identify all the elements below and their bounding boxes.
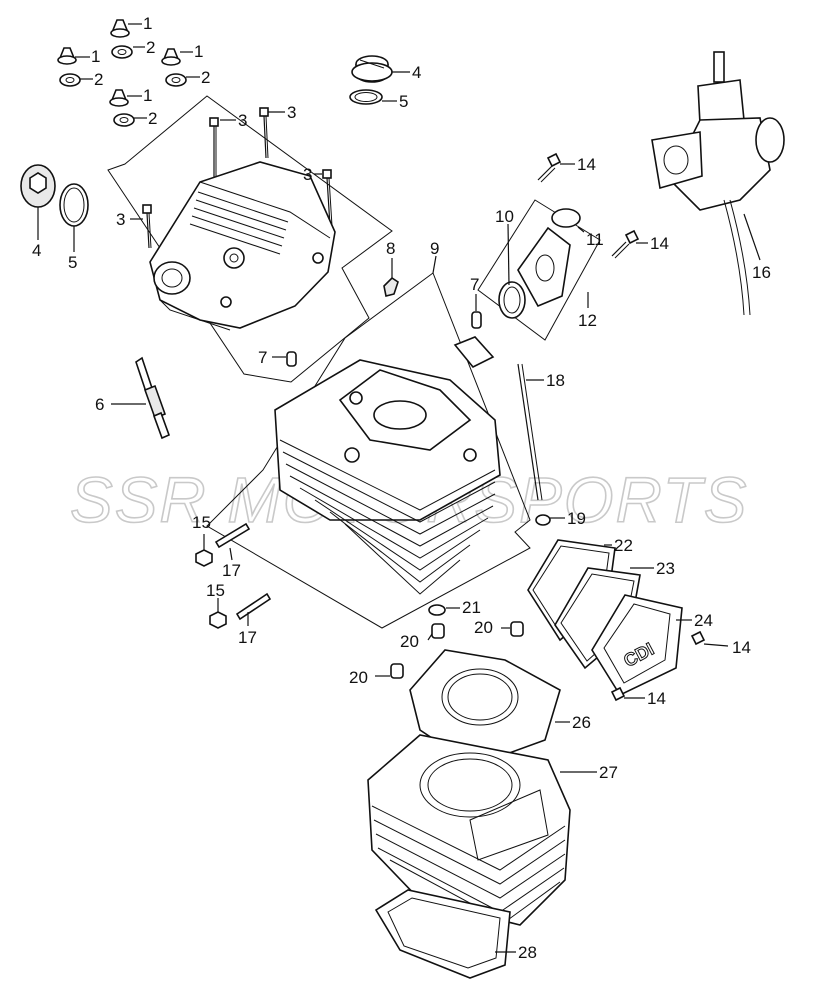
callout-4: 4: [412, 63, 421, 82]
callout-15: 15: [192, 513, 211, 532]
base-gasket: [374, 889, 516, 979]
callout-5: 5: [399, 92, 408, 111]
callout-labels: 1 2 1 2 1 2 1 2 3 3 3 3 4 5 4 5 6 7 7 8 …: [32, 14, 771, 962]
spark-plug: [111, 356, 171, 440]
callout-14: 14: [732, 638, 751, 657]
callout-16: 16: [752, 263, 771, 282]
intake-manifold-group: [477, 199, 601, 341]
callout-2: 2: [148, 109, 157, 128]
cylinder: [367, 734, 597, 926]
bolt-14-top: [537, 152, 575, 183]
leader-lines-1-2: [75, 23, 200, 119]
callout-1: 1: [143, 86, 152, 105]
callout-2: 2: [94, 70, 103, 89]
callout-17: 17: [222, 561, 241, 580]
callout-20: 20: [400, 632, 419, 651]
cylinder-head: [274, 336, 501, 595]
cylinder-head-cover: [149, 161, 336, 331]
callout-10: 10: [495, 207, 514, 226]
callout-26: 26: [572, 713, 591, 732]
callout-17: 17: [238, 628, 257, 647]
callout-1: 1: [143, 14, 152, 33]
callout-8: 8: [386, 239, 395, 258]
oil-filler-cap-top: [349, 55, 410, 105]
callout-20: 20: [349, 668, 368, 687]
callout-3: 3: [303, 165, 312, 184]
callout-11: 11: [586, 230, 604, 249]
callout-3: 3: [287, 103, 296, 122]
callout-9: 9: [430, 239, 439, 258]
callout-19: 19: [567, 509, 586, 528]
callout-2: 2: [201, 68, 210, 87]
callout-22: 22: [614, 536, 633, 555]
bolt-14-manifold: [611, 229, 648, 259]
cap-nut-washer-set: [57, 19, 187, 127]
callout-1: 1: [194, 42, 203, 61]
callout-7: 7: [258, 348, 267, 367]
side-cover-group: [527, 539, 692, 697]
callout-14: 14: [647, 689, 666, 708]
callout-1: 1: [91, 47, 100, 66]
callout-6: 6: [95, 395, 104, 414]
callout-28: 28: [518, 943, 537, 962]
callout-14: 14: [650, 234, 669, 253]
nuts-studs-15-17: [195, 522, 272, 629]
callout-3: 3: [116, 210, 125, 229]
carburetor: [651, 51, 785, 316]
callout-15: 15: [206, 581, 225, 600]
callout-24: 24: [694, 611, 713, 630]
callout-21: 21: [462, 598, 481, 617]
callout-3: 3: [238, 111, 247, 130]
stud-18: [517, 363, 544, 501]
callout-12: 12: [578, 311, 597, 330]
washer-19: [535, 514, 565, 526]
callout-27: 27: [599, 763, 618, 782]
callout-14: 14: [577, 155, 596, 174]
head-gasket: [409, 649, 570, 761]
callout-20: 20: [474, 618, 493, 637]
bolt-14-cover: [610, 630, 729, 702]
callout-5: 5: [68, 253, 77, 272]
callout-7: 7: [470, 275, 479, 294]
callout-23: 23: [656, 559, 675, 578]
callout-18: 18: [546, 371, 565, 390]
oil-filler-cap-left: [20, 164, 89, 252]
dowels-20-oring-21: [375, 604, 524, 679]
head-cover-group-outline: [107, 95, 393, 383]
callout-2: 2: [146, 38, 155, 57]
callout-4: 4: [32, 241, 41, 260]
dowel-pins: [272, 294, 482, 367]
plug-8: [383, 258, 399, 297]
